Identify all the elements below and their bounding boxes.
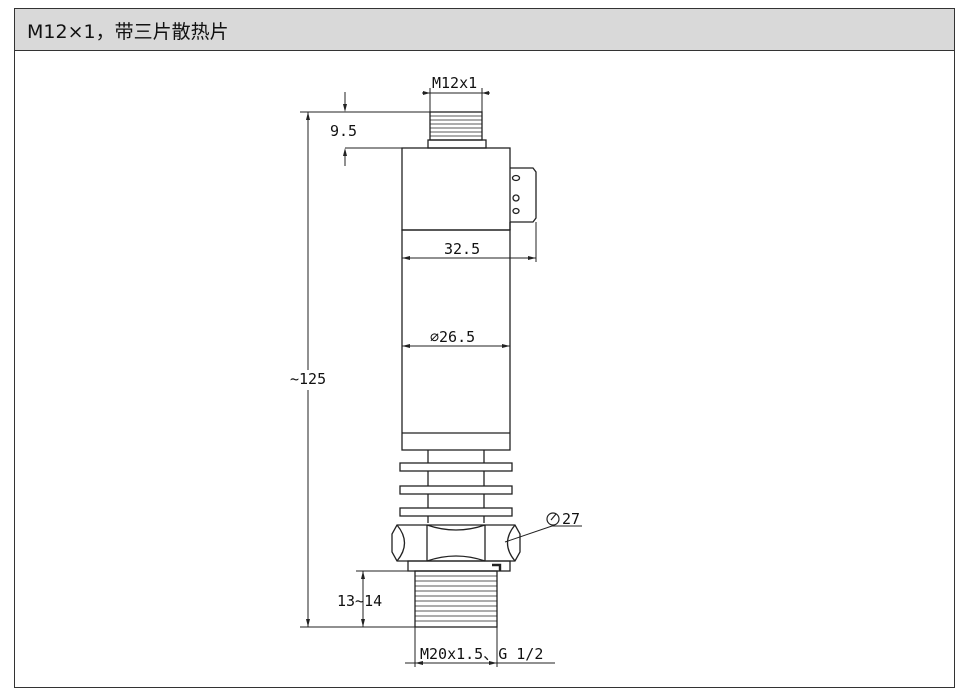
dim-thread-length: 13~14 xyxy=(337,592,382,610)
cooling-fin-3 xyxy=(399,507,513,517)
main-body xyxy=(401,229,511,451)
side-plate xyxy=(510,167,537,223)
dim-connector-thread: M12x1 xyxy=(432,74,477,92)
dim-connector-height: 9.5 xyxy=(330,122,357,140)
dimension-arrows xyxy=(306,91,536,665)
page-title: M12×1，带三片散热片 xyxy=(27,21,229,43)
header-bar: M12×1，带三片散热片 xyxy=(15,9,954,51)
housing xyxy=(401,147,511,231)
dimension-lines xyxy=(300,88,582,667)
dim-process-thread: M20x1.5、G 1/2 xyxy=(420,645,543,663)
sensor-outline xyxy=(391,111,537,628)
process-thread xyxy=(414,570,498,628)
dim-overall-length: ~125 xyxy=(290,370,326,388)
connector-base xyxy=(427,139,487,149)
cooling-fin-2 xyxy=(399,485,513,495)
cooling-fin-1 xyxy=(399,462,513,472)
dim-hex-size: 27 xyxy=(562,510,580,528)
wrench-icon xyxy=(546,512,560,526)
dim-body-diameter: ∅26.5 xyxy=(430,328,475,346)
diagram-frame: M12×1，带三片散热片 xyxy=(14,8,955,688)
dim-housing-width: 32.5 xyxy=(444,240,480,258)
